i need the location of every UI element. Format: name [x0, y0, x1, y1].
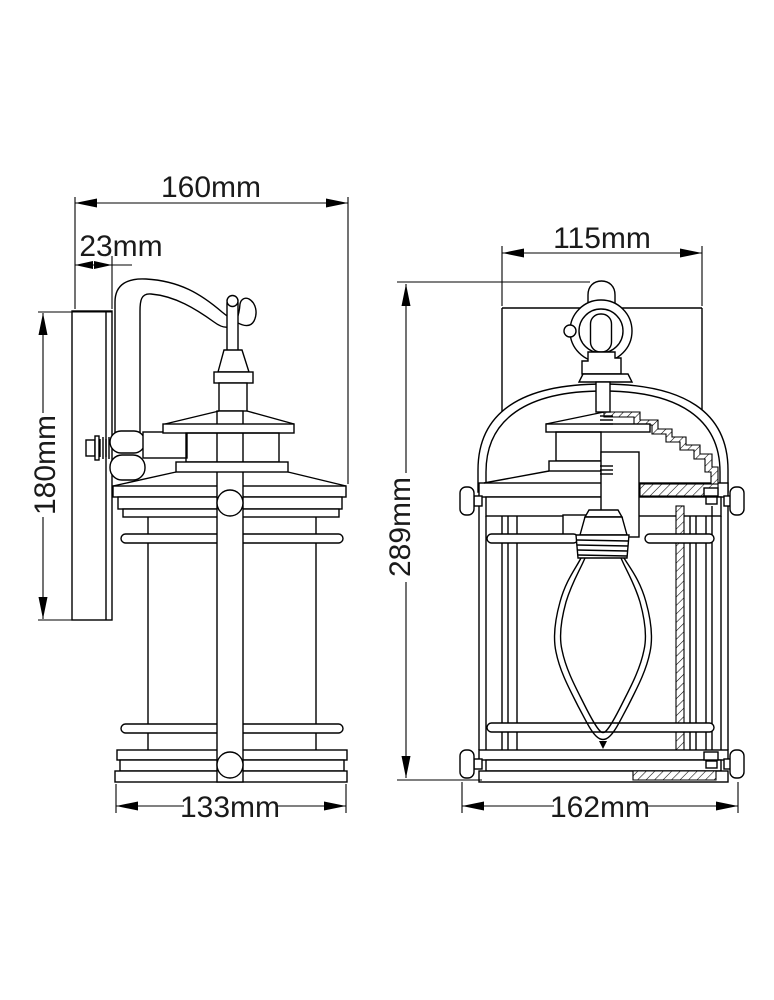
dim-side-overall-depth: 160mm — [74, 171, 349, 484]
dim-label-backplate-height: 180mm — [29, 415, 62, 515]
dim-backplate-depth: 23mm — [75, 230, 163, 309]
post-knob — [216, 489, 244, 517]
dim-overall-height: 289mm — [384, 281, 590, 781]
roof-bolt-icon — [600, 415, 613, 475]
dim-backplate-height: 180mm — [29, 311, 112, 621]
dim-label-backplate-depth: 23mm — [79, 230, 162, 263]
dim-label-overall-width: 162mm — [550, 791, 650, 824]
front-view: 115mm 289mm 162mm — [384, 222, 745, 824]
dim-base-width: 133mm — [115, 784, 347, 824]
side-roof — [112, 410, 347, 487]
dim-label-backplate-width: 115mm — [553, 222, 651, 255]
ring-hanger — [563, 280, 634, 413]
lamp-socket — [575, 509, 630, 559]
post-knob — [216, 751, 244, 779]
mounting-screw-icon — [85, 435, 110, 461]
side-backplate — [71, 310, 113, 621]
hanger-pin — [213, 294, 254, 412]
side-lantern-body — [112, 410, 348, 783]
rim-fasteners — [703, 487, 719, 769]
ring-screw-icon — [563, 324, 577, 338]
scroll-arm — [109, 278, 257, 481]
dim-label-overall-depth: 160mm — [161, 171, 261, 204]
dim-label-base-width: 133mm — [180, 791, 280, 824]
side-knobs — [459, 486, 745, 779]
edison-bulb — [553, 557, 653, 749]
front-post — [216, 410, 244, 783]
dim-front-backplate-width: 115mm — [501, 222, 703, 306]
dim-label-overall-height: 289mm — [384, 477, 417, 577]
cage-bar — [486, 533, 579, 544]
cage-bar — [644, 533, 715, 544]
side-view: 160mm 23mm 180mm 133mm — [29, 171, 349, 824]
dim-overall-width: 162mm — [461, 782, 739, 824]
